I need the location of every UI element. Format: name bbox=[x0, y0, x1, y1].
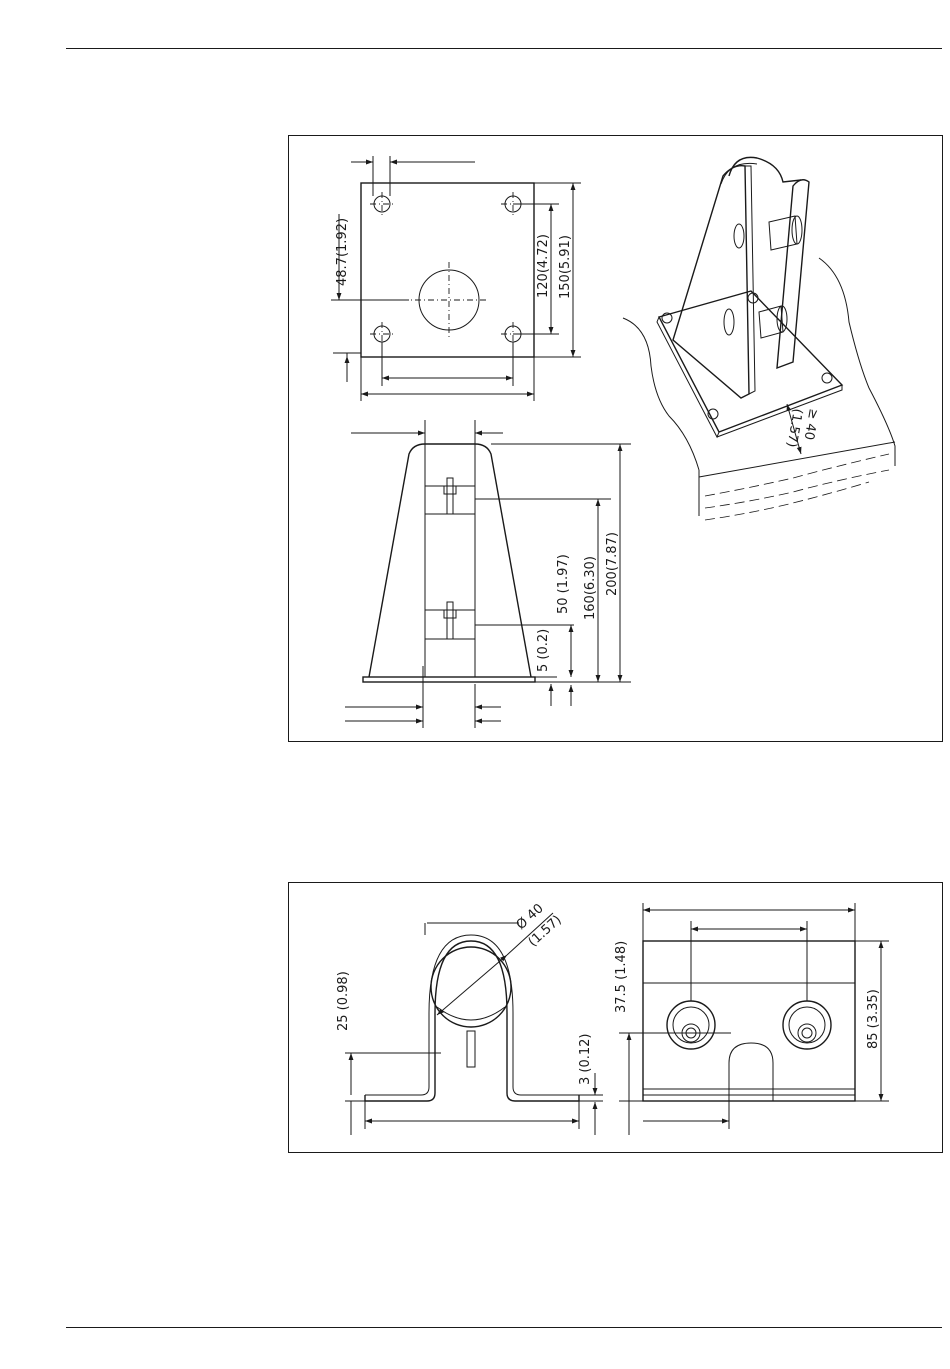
mounting-hole bbox=[370, 192, 525, 346]
pipe-circle bbox=[431, 947, 511, 1027]
plate-top-view: 48.7(1.92) 120(4.72) 150(5.91) bbox=[331, 156, 581, 401]
clamp-height-label: 25 (0.98) bbox=[336, 971, 351, 1031]
lower-bolt bbox=[444, 602, 456, 639]
gusset-outline bbox=[369, 444, 531, 677]
clamp-slot bbox=[729, 1043, 773, 1101]
pipe-clamp-figure: Ø 40 (1.57) 25 (0.98) 3 (0.12) bbox=[288, 882, 943, 1153]
total-height-label: 85 (3.35) bbox=[866, 989, 881, 1049]
iso-gusset-right bbox=[777, 180, 809, 368]
bracket-side-view: 50 (1.97) 160(6.30) 200(7.87) 5 (0.2) bbox=[345, 420, 631, 728]
clamp-front-view: Ø 40 (1.57) 25 (0.98) 3 (0.12) bbox=[336, 901, 603, 1135]
lower-bolt-height-label: 160(6.30) bbox=[583, 556, 598, 620]
hole-spacing-label: 120(4.72) bbox=[536, 234, 551, 298]
iso-clamp bbox=[729, 157, 801, 182]
installed-bracket-illustration: ≥ 40 (1.57) bbox=[623, 157, 895, 520]
side-bolt-left bbox=[667, 1001, 715, 1049]
clamp-bolt bbox=[467, 1031, 475, 1067]
iso-upper-bolt bbox=[769, 216, 802, 250]
bolt-height-label: 37.5 (1.48) bbox=[614, 941, 629, 1013]
header-rule bbox=[66, 48, 942, 49]
min-clearance-inch-label: (1.57) bbox=[783, 407, 805, 448]
base-plate-side bbox=[363, 677, 535, 682]
base-thickness-label: 5 (0.2) bbox=[536, 629, 551, 672]
side-bolt-right bbox=[783, 1001, 831, 1049]
iso-gusset-left bbox=[673, 166, 749, 398]
hole-offset-label: 48.7(1.92) bbox=[335, 218, 350, 286]
mounting-bracket-drawing: 48.7(1.92) 120(4.72) 150(5.91) bbox=[289, 136, 944, 743]
iso-lower-bolt bbox=[759, 306, 787, 338]
sheet-thickness-label: 3 (0.12) bbox=[578, 1034, 593, 1086]
clamp-side-outline bbox=[643, 941, 855, 1101]
upper-bolt bbox=[444, 478, 456, 514]
footer-rule bbox=[66, 1327, 942, 1328]
mounting-bracket-figure: 48.7(1.92) 120(4.72) 150(5.91) bbox=[288, 135, 943, 742]
plate-size-label: 150(5.91) bbox=[558, 235, 573, 299]
upper-bolt-label: 50 (1.97) bbox=[556, 554, 571, 614]
wall-outline bbox=[623, 318, 699, 470]
clamp-outline-outer bbox=[365, 941, 579, 1101]
total-height-label: 200(7.87) bbox=[605, 532, 620, 596]
pipe-clamp-drawing: Ø 40 (1.57) 25 (0.98) 3 (0.12) bbox=[289, 883, 944, 1154]
clamp-side-view: 37.5 (1.48) 85 (3.35) bbox=[614, 903, 889, 1135]
